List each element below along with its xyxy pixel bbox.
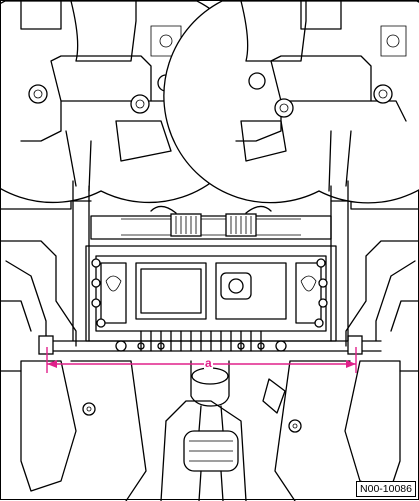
dimension-a-line (46, 347, 357, 373)
document-id: N00-10086 (356, 481, 416, 497)
right-detail-view (163, 1, 419, 204)
left-leader-lines (72, 180, 90, 342)
subframe-assembly (1, 200, 419, 501)
subframe-bolts (91, 258, 328, 352)
exhaust-pipe (183, 360, 239, 501)
dimension-label: a (204, 356, 213, 370)
right-leader-lines (330, 180, 349, 342)
